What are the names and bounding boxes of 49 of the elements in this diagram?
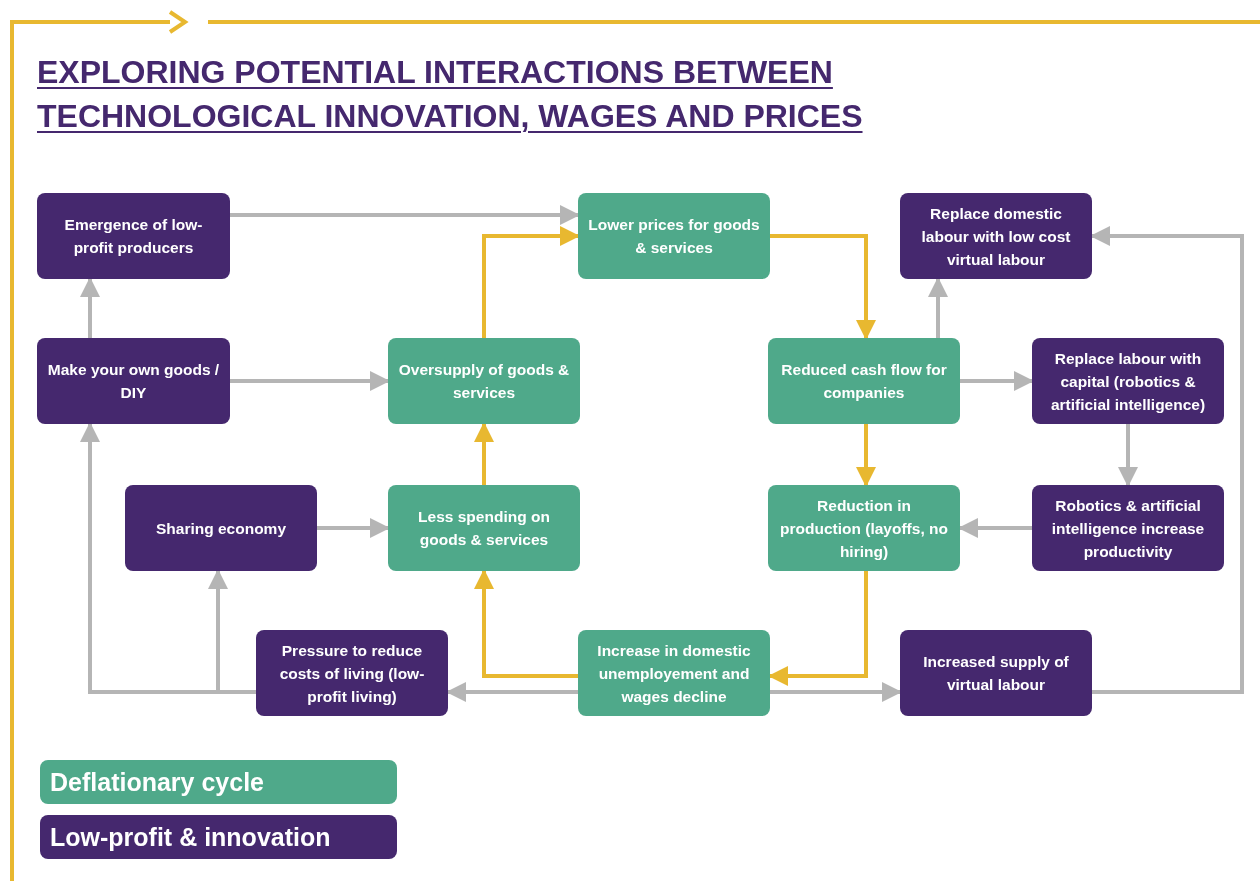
box-text: Robotics & artificial intelligence increase productivity bbox=[1050, 495, 1206, 562]
arrow bbox=[1090, 226, 1244, 694]
process-box bbox=[125, 485, 317, 571]
legend-label: Low-profit & innovation bbox=[40, 815, 397, 859]
process-box bbox=[388, 338, 580, 424]
process-box bbox=[768, 485, 960, 571]
process-box bbox=[768, 338, 960, 424]
arrow bbox=[230, 205, 580, 225]
box-text: Oversupply of goods & services bbox=[397, 360, 571, 403]
box-text: Increase in domestic unemployement and wages decline bbox=[596, 640, 752, 707]
box-text: Replace domestic labour with low cost virtual labour bbox=[920, 203, 1072, 270]
box-text: Make your own goods / DIY bbox=[46, 360, 221, 403]
arrow bbox=[80, 422, 256, 694]
box-text: Emergence of low-profit producers bbox=[63, 215, 204, 258]
arrow bbox=[960, 371, 1034, 391]
process-box bbox=[900, 630, 1092, 716]
box-text: Replace labour with capital (robotics & artificial intelligence) bbox=[1049, 348, 1207, 415]
box-text: Reduction in production (layoffs, no hiring) bbox=[779, 495, 949, 562]
box-text: Increased supply of virtual labour bbox=[922, 652, 1070, 695]
process-box bbox=[256, 630, 448, 716]
process-box bbox=[900, 193, 1092, 279]
process-box bbox=[1032, 338, 1224, 424]
arrow bbox=[317, 518, 390, 538]
arrow bbox=[80, 277, 100, 338]
process-box bbox=[37, 193, 230, 279]
box-text: Reduced cash flow for companies bbox=[780, 360, 948, 403]
arrow bbox=[1118, 424, 1138, 487]
arrow bbox=[230, 371, 390, 391]
box-text: Sharing economy bbox=[155, 518, 287, 539]
arrow bbox=[482, 226, 580, 338]
box-text: Lower prices for goods & services bbox=[587, 215, 761, 258]
process-box bbox=[578, 193, 770, 279]
box-text: Pressure to reduce costs of living (low-profit living) bbox=[278, 640, 426, 707]
box-text: Less spending on goods & services bbox=[417, 507, 551, 550]
diagram-title: EXPLORING POTENTIAL INTERACTIONS BETWEEN TECHNOLOGICAL INNOVATION, WAGES AND PRICES bbox=[37, 53, 864, 136]
arrow bbox=[446, 682, 578, 702]
process-box bbox=[388, 485, 580, 571]
process-box bbox=[578, 630, 770, 716]
process-box bbox=[37, 338, 230, 424]
arrow bbox=[856, 424, 876, 487]
arrow bbox=[928, 277, 948, 338]
process-box bbox=[1032, 485, 1224, 571]
legend-label: Deflationary cycle bbox=[40, 760, 397, 804]
arrow bbox=[770, 234, 876, 340]
arrow bbox=[474, 569, 578, 678]
arrow bbox=[474, 422, 494, 485]
arrow bbox=[958, 518, 1032, 538]
arrow bbox=[768, 571, 868, 686]
arrow bbox=[770, 682, 902, 702]
